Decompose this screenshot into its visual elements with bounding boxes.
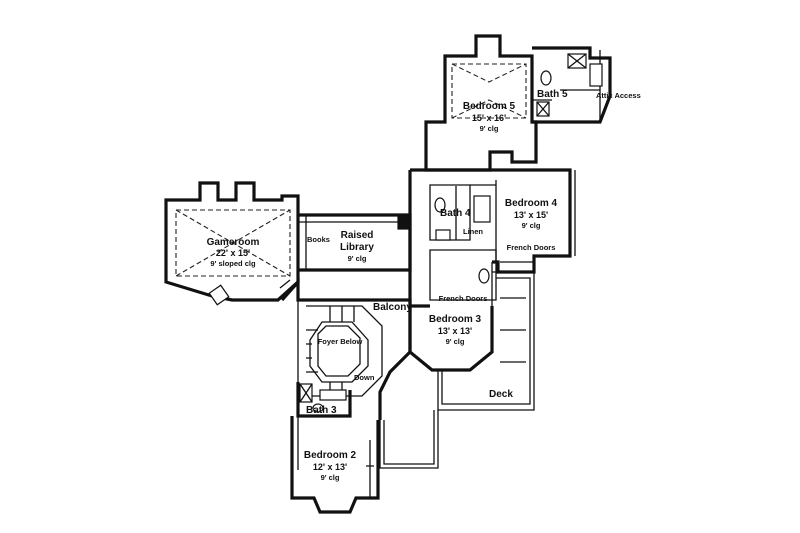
bath-5-walls: [532, 46, 612, 124]
bedroom-4-label: Bedroom 4: [505, 198, 558, 209]
bath-3-label: Bath 3: [306, 405, 337, 416]
gameroom-label: Gameroom: [207, 237, 260, 248]
bedroom-2-ceiling: 9' clg: [321, 473, 340, 482]
gameroom-size: 22' x 15': [216, 248, 250, 258]
library-label-line2: Library: [340, 242, 374, 253]
bath-4-label: Bath 4: [440, 208, 471, 219]
library-ceiling: 9' clg: [348, 254, 367, 263]
library-walls: [298, 213, 412, 272]
stairs-down-label: Down: [354, 373, 375, 382]
bedroom-2-label: Bedroom 2: [304, 450, 357, 461]
balcony-label: Balcony: [373, 302, 412, 313]
deck-railing: [437, 271, 535, 411]
deck-label: Deck: [489, 389, 513, 400]
bedroom-3-doors-label: French Doors: [439, 294, 488, 303]
bedroom-5-walls: [424, 34, 538, 172]
bedroom-4-walls: [410, 168, 576, 274]
bedroom-4-ceiling: 9' clg: [522, 221, 541, 230]
attic-access-label: Attic Access: [596, 91, 641, 100]
bedroom-5-size: 15' x 16': [472, 113, 506, 123]
bedroom-3-label: Bedroom 3: [429, 314, 482, 325]
gameroom-ceiling: 9' sloped clg: [210, 259, 256, 268]
books-label: Books: [307, 235, 330, 244]
linen-label: Linen: [463, 227, 483, 236]
bath-3-walls: [296, 382, 352, 418]
bedroom-2-walls: [290, 410, 439, 514]
library-label-line1: Raised: [341, 230, 374, 241]
bedroom-5-label: Bedroom 5: [463, 101, 516, 112]
bedroom-5-ceiling: 9' clg: [480, 124, 499, 133]
foyer-below-label: Foyer Below: [318, 337, 363, 346]
bath-5-label: Bath 5: [537, 89, 568, 100]
bedroom-4-doors-label: French Doors: [507, 243, 556, 252]
bath-4-walls: [408, 170, 497, 308]
bedroom-3-size: 13' x 13': [438, 326, 472, 336]
bedroom-4-size: 13' x 15': [514, 210, 548, 220]
gameroom-walls: [164, 181, 300, 306]
bedroom-2-size: 12' x 13': [313, 462, 347, 472]
bedroom-3-ceiling: 9' clg: [446, 337, 465, 346]
